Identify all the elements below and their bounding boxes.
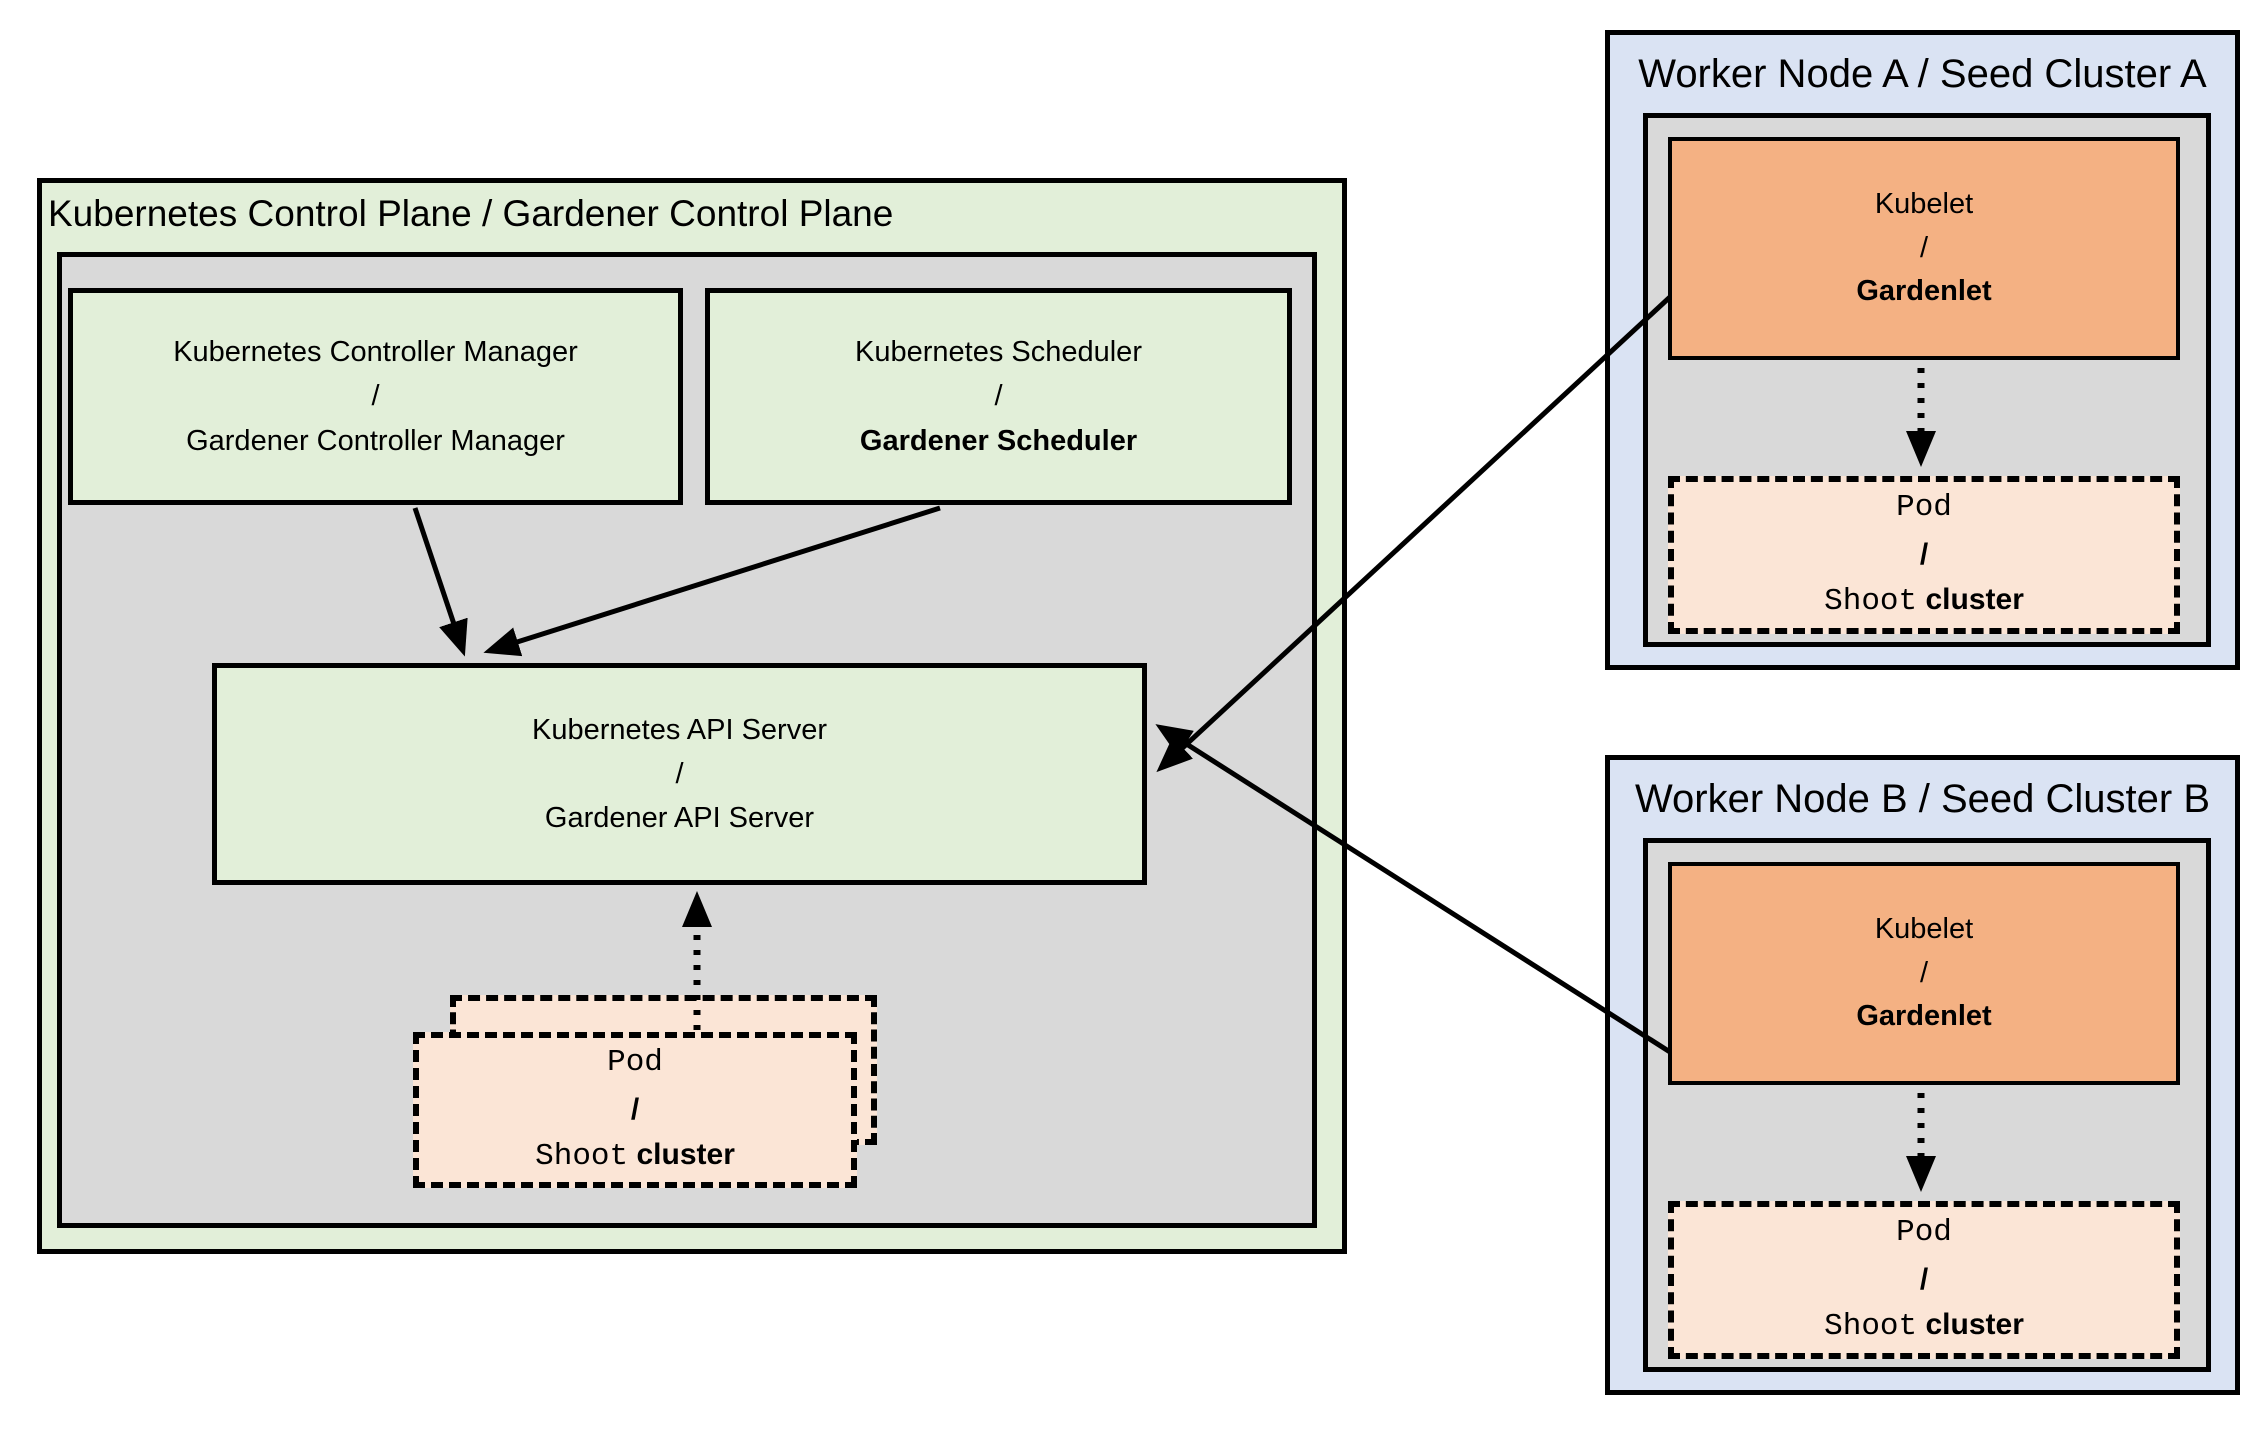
scheduler-line1: Kubernetes Scheduler (855, 336, 1142, 369)
kubelet-a-line1: Kubelet (1874, 188, 1974, 221)
pod-b-line2-text: cluster (1925, 1307, 2024, 1341)
kubelet-gardenlet-box-a: Kubelet / Gardenlet (1668, 137, 2180, 360)
pod-shoot-box-b: Pod / Shoot cluster (1668, 1201, 2180, 1359)
pod-shoot-box-front: Pod / Shoot cluster (413, 1032, 857, 1188)
pod-line2: Shoot cluster (535, 1132, 735, 1181)
pod-b-separator: / (1919, 1262, 1929, 1296)
scheduler-separator: / (994, 380, 1003, 413)
kubelet-b-line1: Kubelet (1874, 913, 1974, 946)
pod-b-line2: Shoot cluster (1824, 1302, 2024, 1351)
pod-b-line1: Pod (1896, 1215, 1952, 1250)
worker-node-a-inner-panel: Kubelet / Gardenlet Pod / Shoot cluster (1643, 113, 2211, 647)
pod-separator: / (630, 1092, 640, 1126)
control-plane-title: Kubernetes Control Plane / Gardener Cont… (48, 193, 894, 234)
kubelet-b-line2: Gardenlet (1856, 1000, 1992, 1033)
pod-b-line2-code: Shoot (1824, 1308, 1918, 1344)
pod-line2-code: Shoot (535, 1138, 629, 1174)
pod-a-separator: / (1919, 537, 1929, 571)
scheduler-box: Kubernetes Scheduler / Gardener Schedule… (705, 288, 1292, 505)
controller-manager-line2: Gardener Controller Manager (186, 424, 565, 457)
worker-node-b-title: Worker Node B / Seed Cluster B (1634, 777, 2211, 821)
controller-manager-box: Kubernetes Controller Manager / Gardener… (68, 288, 683, 505)
pod-a-line2-text: cluster (1925, 582, 2024, 616)
pod-a-line2: Shoot cluster (1824, 577, 2024, 626)
controller-manager-separator: / (371, 380, 380, 413)
api-server-line2: Gardener API Server (544, 802, 815, 835)
kubelet-a-line2: Gardenlet (1856, 275, 1992, 308)
worker-node-a-title: Worker Node A / Seed Cluster A (1638, 52, 2207, 96)
pod-a-line1: Pod (1896, 490, 1952, 525)
api-server-separator: / (675, 757, 684, 790)
worker-node-b-box: Worker Node B / Seed Cluster B Kubelet /… (1605, 755, 2240, 1395)
pod-line1: Pod (607, 1045, 663, 1080)
kubelet-gardenlet-box-b: Kubelet / Gardenlet (1668, 862, 2180, 1085)
worker-node-a-box: Worker Node A / Seed Cluster A Kubelet /… (1605, 30, 2240, 670)
pod-shoot-box-a: Pod / Shoot cluster (1668, 476, 2180, 634)
scheduler-line2: Gardener Scheduler (859, 424, 1138, 457)
api-server-line1: Kubernetes API Server (532, 713, 827, 746)
kubelet-b-separator: / (1919, 956, 1929, 989)
kubelet-a-separator: / (1919, 231, 1929, 264)
pod-line2-text: cluster (636, 1137, 735, 1171)
pod-a-line2-code: Shoot (1824, 583, 1918, 619)
api-server-box: Kubernetes API Server / Gardener API Ser… (212, 663, 1147, 885)
worker-node-b-inner-panel: Kubelet / Gardenlet Pod / Shoot cluster (1643, 838, 2211, 1372)
controller-manager-line1: Kubernetes Controller Manager (173, 336, 578, 369)
